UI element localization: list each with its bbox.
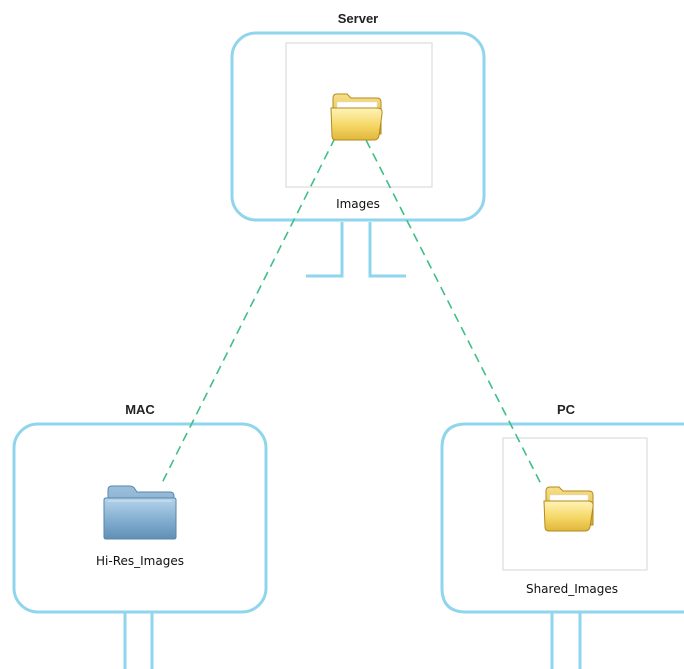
pc-title: PC <box>556 402 576 417</box>
blue-folder-icon[interactable] <box>103 485 177 540</box>
yellow-folder-icon[interactable] <box>543 486 594 532</box>
pc-folder-label: Shared_Images <box>525 582 619 596</box>
server-pc-connection-line <box>365 139 542 485</box>
server-port-right <box>368 222 406 278</box>
mac-server-connection-line <box>161 137 336 484</box>
mac-title: MAC <box>125 402 155 417</box>
server-folder-label: Images <box>336 197 380 211</box>
server-port-left <box>306 222 344 278</box>
yellow-folder-icon[interactable] <box>330 93 383 141</box>
server-title: Server <box>337 11 379 26</box>
mac-folder-label: Hi-Res_Images <box>96 554 184 568</box>
